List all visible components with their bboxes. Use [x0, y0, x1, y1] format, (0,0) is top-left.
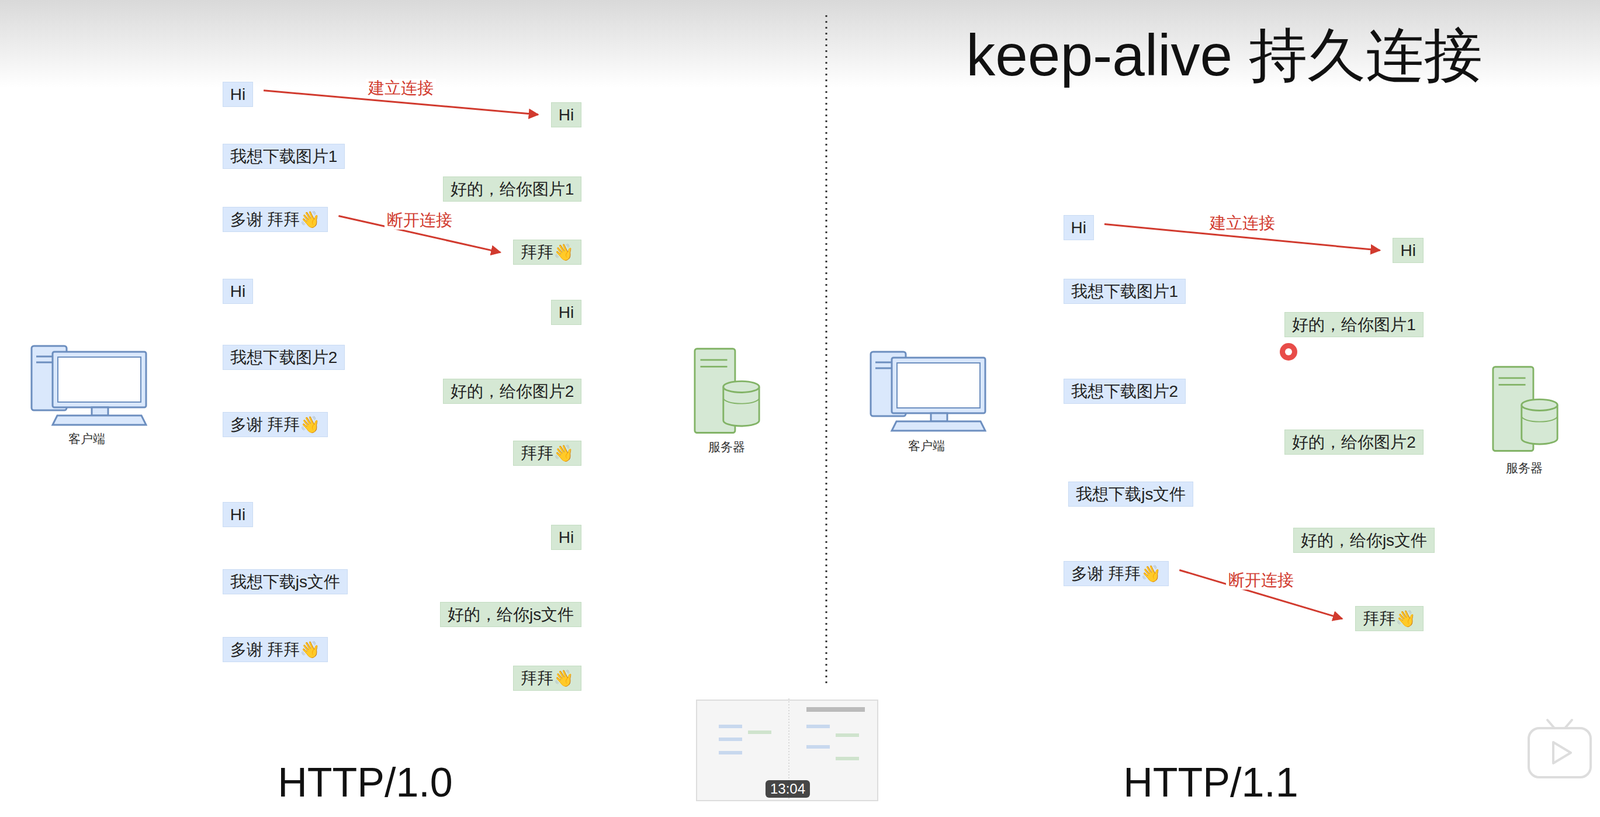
divider-line: [825, 15, 828, 684]
message-text: Hi: [230, 282, 246, 301]
connection-label: 断开连接: [1226, 570, 1297, 590]
client-message: 我想下载图片2: [222, 344, 346, 370]
client-message: 我想下载图片1: [222, 143, 346, 169]
server-message: 好的，给你图片1: [442, 176, 583, 202]
server-message: 好的，给你图片1: [1284, 312, 1424, 338]
message-text: 我想下载js文件: [1075, 485, 1186, 504]
device-label: 客户端: [68, 430, 106, 448]
client-message: 多谢 拜拜👋: [1063, 560, 1170, 587]
server-message: Hi: [551, 102, 582, 128]
client-message: 多谢 拜拜👋: [222, 411, 329, 438]
client-message: 我想下载js文件: [1068, 481, 1194, 507]
message-text: 我想下载图片2: [1071, 382, 1179, 401]
server-message: 好的，给你图片2: [1284, 429, 1424, 455]
message-text: 好的，给你图片2: [1292, 433, 1416, 452]
client-computer-icon: [31, 345, 147, 425]
message-text: 好的，给你图片1: [1292, 315, 1416, 334]
client-message: Hi: [222, 278, 254, 304]
server-message: Hi: [551, 299, 582, 325]
server-icon: [694, 348, 760, 434]
server-icon: [1493, 366, 1558, 452]
server-message: 拜拜👋: [1355, 605, 1424, 632]
message-text: 我想下载js文件: [230, 572, 341, 591]
server-message: 好的，给你js文件: [1293, 527, 1435, 553]
device-label: 服务器: [708, 438, 746, 456]
server-message: 好的，给你图片2: [442, 378, 583, 404]
message-text: 好的，给你js文件: [447, 605, 574, 624]
server-message: 拜拜👋: [513, 239, 582, 265]
message-text: Hi: [558, 528, 574, 547]
client-computer-icon: [870, 351, 986, 431]
server-message: Hi: [551, 524, 582, 550]
video-thumbnail: [696, 698, 878, 801]
message-text: 拜拜👋: [1362, 609, 1416, 628]
connection-label: 建立连接: [1207, 213, 1278, 233]
message-text: Hi: [558, 105, 574, 124]
message-text: 多谢 拜拜👋: [230, 415, 321, 434]
server-message: 拜拜👋: [513, 440, 582, 466]
message-text: 我想下载图片1: [230, 147, 338, 166]
version-heading: HTTP/1.0: [277, 759, 453, 806]
connection-label: 建立连接: [365, 78, 436, 98]
message-text: 拜拜👋: [520, 669, 574, 688]
message-text: 我想下载图片2: [230, 348, 338, 367]
connection-label: 断开连接: [384, 210, 455, 230]
client-message: 我想下载图片1: [1063, 278, 1187, 304]
message-text: 多谢 拜拜👋: [1071, 564, 1162, 583]
message-text: 拜拜👋: [520, 243, 574, 262]
device-label: 客户端: [908, 437, 945, 455]
device-label: 服务器: [1505, 459, 1543, 477]
message-text: 多谢 拜拜👋: [230, 210, 321, 229]
message-text: Hi: [230, 505, 246, 524]
title: keep-alive 持久连接: [965, 16, 1483, 96]
client-message: 我想下载js文件: [222, 569, 348, 595]
client-message: 多谢 拜拜👋: [222, 206, 329, 232]
message-text: 好的，给你js文件: [1300, 531, 1428, 550]
client-message: Hi: [1063, 215, 1094, 241]
message-text: Hi: [558, 303, 574, 322]
server-message: 拜拜👋: [513, 665, 582, 691]
timestamp: 13:04: [765, 780, 810, 798]
message-text: Hi: [1071, 218, 1087, 237]
cursor-dot: [1279, 343, 1298, 361]
message-text: 好的，给你图片2: [450, 382, 575, 401]
message-text: 我想下载图片1: [1071, 282, 1179, 301]
connection-arrow: [1179, 569, 1343, 619]
client-message: Hi: [222, 501, 254, 528]
message-text: 多谢 拜拜👋: [230, 640, 321, 659]
server-message: 好的，给你js文件: [440, 601, 582, 628]
message-text: 好的，给你图片1: [450, 179, 575, 199]
client-message: 多谢 拜拜👋: [222, 636, 329, 663]
version-heading: HTTP/1.1: [1123, 759, 1299, 806]
message-text: Hi: [1400, 241, 1416, 260]
client-message: 我想下载图片2: [1063, 378, 1187, 404]
server-message: Hi: [1392, 237, 1423, 263]
message-text: Hi: [230, 85, 246, 104]
client-message: Hi: [222, 81, 254, 107]
message-text: 拜拜👋: [520, 444, 574, 463]
player-icon: [1528, 719, 1591, 778]
